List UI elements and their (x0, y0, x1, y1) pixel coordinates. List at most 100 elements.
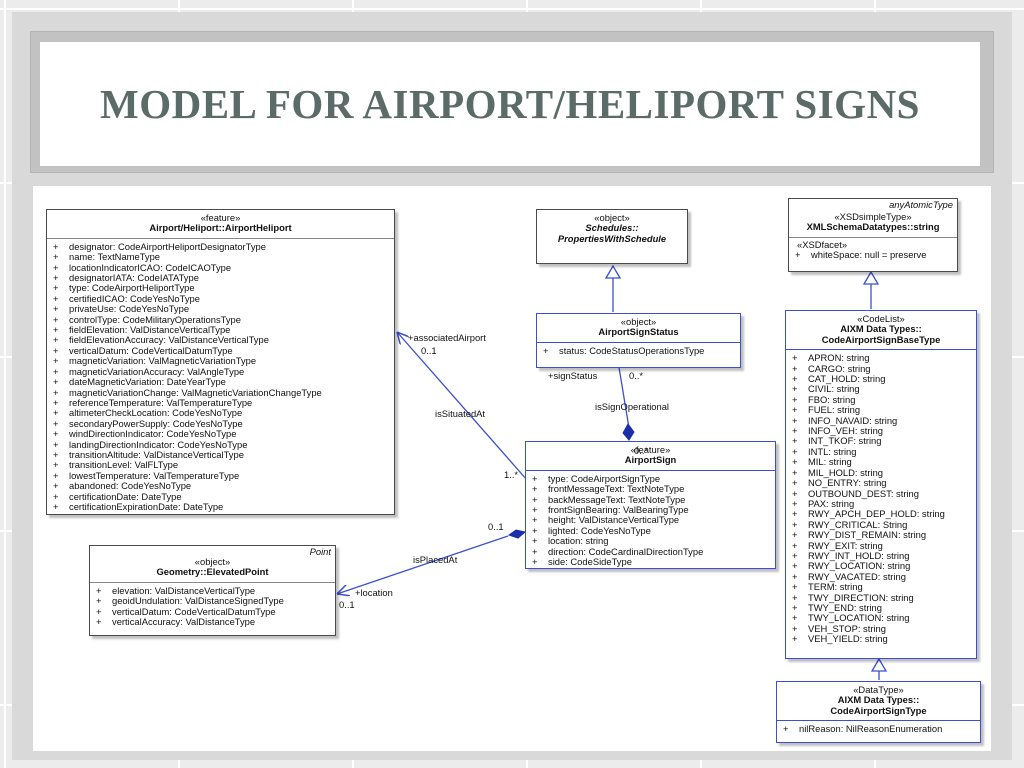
attribute-row: +magneticVariationChange: ValMagneticVar… (53, 387, 390, 398)
attribute-row: +dateMagneticVariation: DateYearType (53, 376, 390, 387)
attribute-text: type: CodeAirportHeliportType (69, 282, 195, 294)
visibility-marker: + (53, 407, 59, 419)
title-panel: MODEL FOR AIRPORT/HELIPORT SIGNS (40, 42, 980, 166)
attribute-text: RWY_VACATED: string (808, 570, 906, 582)
class-code-airport-sign-type[interactable]: «DataType» AIXM Data Types:: CodeAirport… (776, 681, 981, 743)
parent-type-label: Point (309, 546, 331, 557)
attribute-row: + location: string (532, 535, 771, 547)
attribute-row: +RWY_APCH_DEP_HOLD: string (792, 508, 972, 519)
attribute-row: +RWY_CRITICAL: String (792, 519, 972, 530)
class-elevated-point[interactable]: Point «object» Geometry::ElevatedPoint +… (89, 545, 336, 636)
visibility-marker: + (792, 414, 798, 426)
visibility-marker: + (532, 472, 538, 484)
attribute-text: designatorIATA: CodeIATAType (69, 272, 199, 284)
class-name: CodeAirportSignBaseType (821, 333, 941, 345)
multiplicity-associated-airport: 0..1 (421, 345, 437, 356)
class-xsd-string[interactable]: anyAtomicType «XSDsimpleType» XMLSchemaD… (788, 198, 958, 272)
attribute-row: +height: ValDistanceVerticalType (532, 514, 771, 526)
facet-stereotype: «XSDfacet» (797, 238, 848, 250)
attribute-row: +type: CodeAirportHeliportType (53, 282, 390, 294)
attribute-text: CAT_HOLD: string (808, 373, 886, 385)
visibility-marker: + (96, 616, 102, 628)
class-code-airport-sign-base-type[interactable]: «CodeList» AIXM Data Types:: CodeAirport… (785, 310, 977, 659)
class-airport-sign-status[interactable]: «object» AirportSignStatus +status: Code… (536, 313, 741, 368)
attribute-text: APRON: string (808, 352, 870, 364)
attribute-text: direction: CodeCardinalDirectionType (548, 545, 704, 557)
attribute-row: + controlType: CodeMilitaryOperationsType (53, 313, 390, 325)
attribute-text: transitionAltitude: ValDistanceVerticalT… (69, 448, 244, 460)
stereotype-label: «CodeList» (857, 313, 905, 324)
role-location: +location (355, 587, 393, 598)
attribute-text: abandoned: CodeYesNoType (69, 480, 192, 492)
attribute-row: +magneticVariationAccuracy: ValAngleType (53, 365, 390, 377)
attribute-text: location: string (548, 535, 609, 547)
visibility-marker: + (53, 500, 59, 512)
attribute-text: TWY_END: string (808, 601, 882, 613)
visibility-marker: + (795, 249, 801, 261)
attribute-text: INFO_NAVAID: string (808, 414, 898, 426)
visibility-marker: + (792, 435, 798, 447)
class-header: «CodeList» AIXM Data Types:: CodeAirport… (786, 311, 976, 351)
attribute-text: magneticVariation: ValMagneticVariationT… (69, 355, 257, 367)
attribute-text: altimeterCheckLocation: CodeYesNoType (69, 407, 243, 419)
attribute-text: controlType: CodeMilitaryOperationsType (69, 313, 241, 325)
attribute-row: +VEH_YIELD: string (792, 633, 972, 645)
attribute-text: designator: CodeAirportHeliportDesignato… (69, 240, 266, 252)
attribute-text: certifiedICAO: CodeYesNoType (69, 292, 200, 304)
attribute-text: windDirectionIndicator: CodeYesNoType (69, 428, 237, 440)
attribute-text: privateUse: CodeYesNoType (69, 303, 190, 315)
class-header: «DataType» AIXM Data Types:: CodeAirport… (777, 682, 980, 722)
visibility-marker: + (532, 504, 538, 516)
attribute-row: +fieldElevationAccuracy: ValDistanceVert… (53, 335, 390, 346)
visibility-marker: + (532, 514, 538, 526)
attribute-text: secondaryPowerSupply: CodeYesNoType (69, 417, 243, 429)
attribute-text: verticalDatum: CodeVerticalDatumType (69, 344, 233, 356)
class-airport-heliport[interactable]: «feature» Airport/Heliport::AirportHelip… (46, 209, 395, 515)
generalization-arrow-string (862, 270, 880, 285)
association-name-is-placed-at: isPlacedAt (413, 554, 458, 565)
class-header: anyAtomicType «XSDsimpleType» XMLSchemaD… (789, 199, 957, 238)
visibility-marker: + (792, 539, 798, 551)
attribute-list: +nilReason: NilReasonEnumeration (777, 721, 980, 737)
multiplicity-sign-status: 0..* (629, 370, 644, 381)
visibility-marker: + (792, 362, 798, 374)
visibility-marker: + (96, 605, 102, 617)
attribute-row: +CARGO: string (792, 362, 972, 374)
visibility-marker: + (532, 493, 538, 505)
visibility-marker: + (53, 438, 59, 450)
visibility-marker: + (53, 240, 59, 252)
visibility-marker: + (53, 396, 59, 408)
attribute-text: TWY_LOCATION: string (808, 612, 910, 624)
visibility-marker: + (96, 584, 102, 596)
attribute-text: PAX: string (808, 497, 855, 509)
attribute-row: +APRON: string (792, 352, 972, 364)
class-name-package: AIXM Data Types:: (837, 694, 920, 706)
class-airport-sign[interactable]: «feature» AirportSign +type: CodeAirport… (525, 441, 776, 569)
attribute-text: referenceTemperature: ValTemperatureType (69, 396, 253, 408)
attribute-text: TWY_DIRECTION: string (808, 591, 914, 603)
attribute-list: +APRON: string+CARGO: string+CAT_HOLD: s… (786, 350, 976, 647)
visibility-marker: + (792, 633, 798, 645)
visibility-marker: + (532, 524, 538, 536)
class-properties-with-schedule[interactable]: «object» Schedules:: PropertiesWithSched… (536, 209, 688, 264)
attribute-row: +RWY_LOCATION: string (792, 560, 972, 571)
class-header: Point «object» Geometry::ElevatedPoint (90, 546, 335, 583)
attribute-text: landingDirectionIndicator: CodeYesNoType (69, 438, 248, 450)
generalization-arrow-codelist (870, 657, 888, 672)
multiplicity-placed-at: 0..1 (488, 521, 504, 532)
attribute-row: +NO_ENTRY: string (792, 477, 972, 488)
visibility-marker: + (532, 535, 538, 547)
facet-row: + whiteSpace: null = preserve (795, 249, 953, 261)
attribute-text: frontSignBearing: ValBearingType (548, 504, 689, 516)
visibility-marker: + (792, 393, 798, 405)
class-name: CodeAirportSignType (830, 704, 927, 716)
attribute-text: whiteSpace: null = preserve (811, 249, 927, 261)
visibility-marker: + (53, 365, 59, 377)
attribute-row: +transitionAltitude: ValDistanceVertical… (53, 448, 390, 460)
stereotype-label: «object» (194, 556, 231, 567)
visibility-marker: + (53, 313, 59, 325)
stereotype-label: «XSDsimpleType» (834, 211, 912, 222)
visibility-marker: + (53, 344, 59, 356)
attribute-row: +FUEL: string (792, 404, 972, 415)
class-name: Airport/Heliport::AirportHeliport (149, 222, 292, 234)
